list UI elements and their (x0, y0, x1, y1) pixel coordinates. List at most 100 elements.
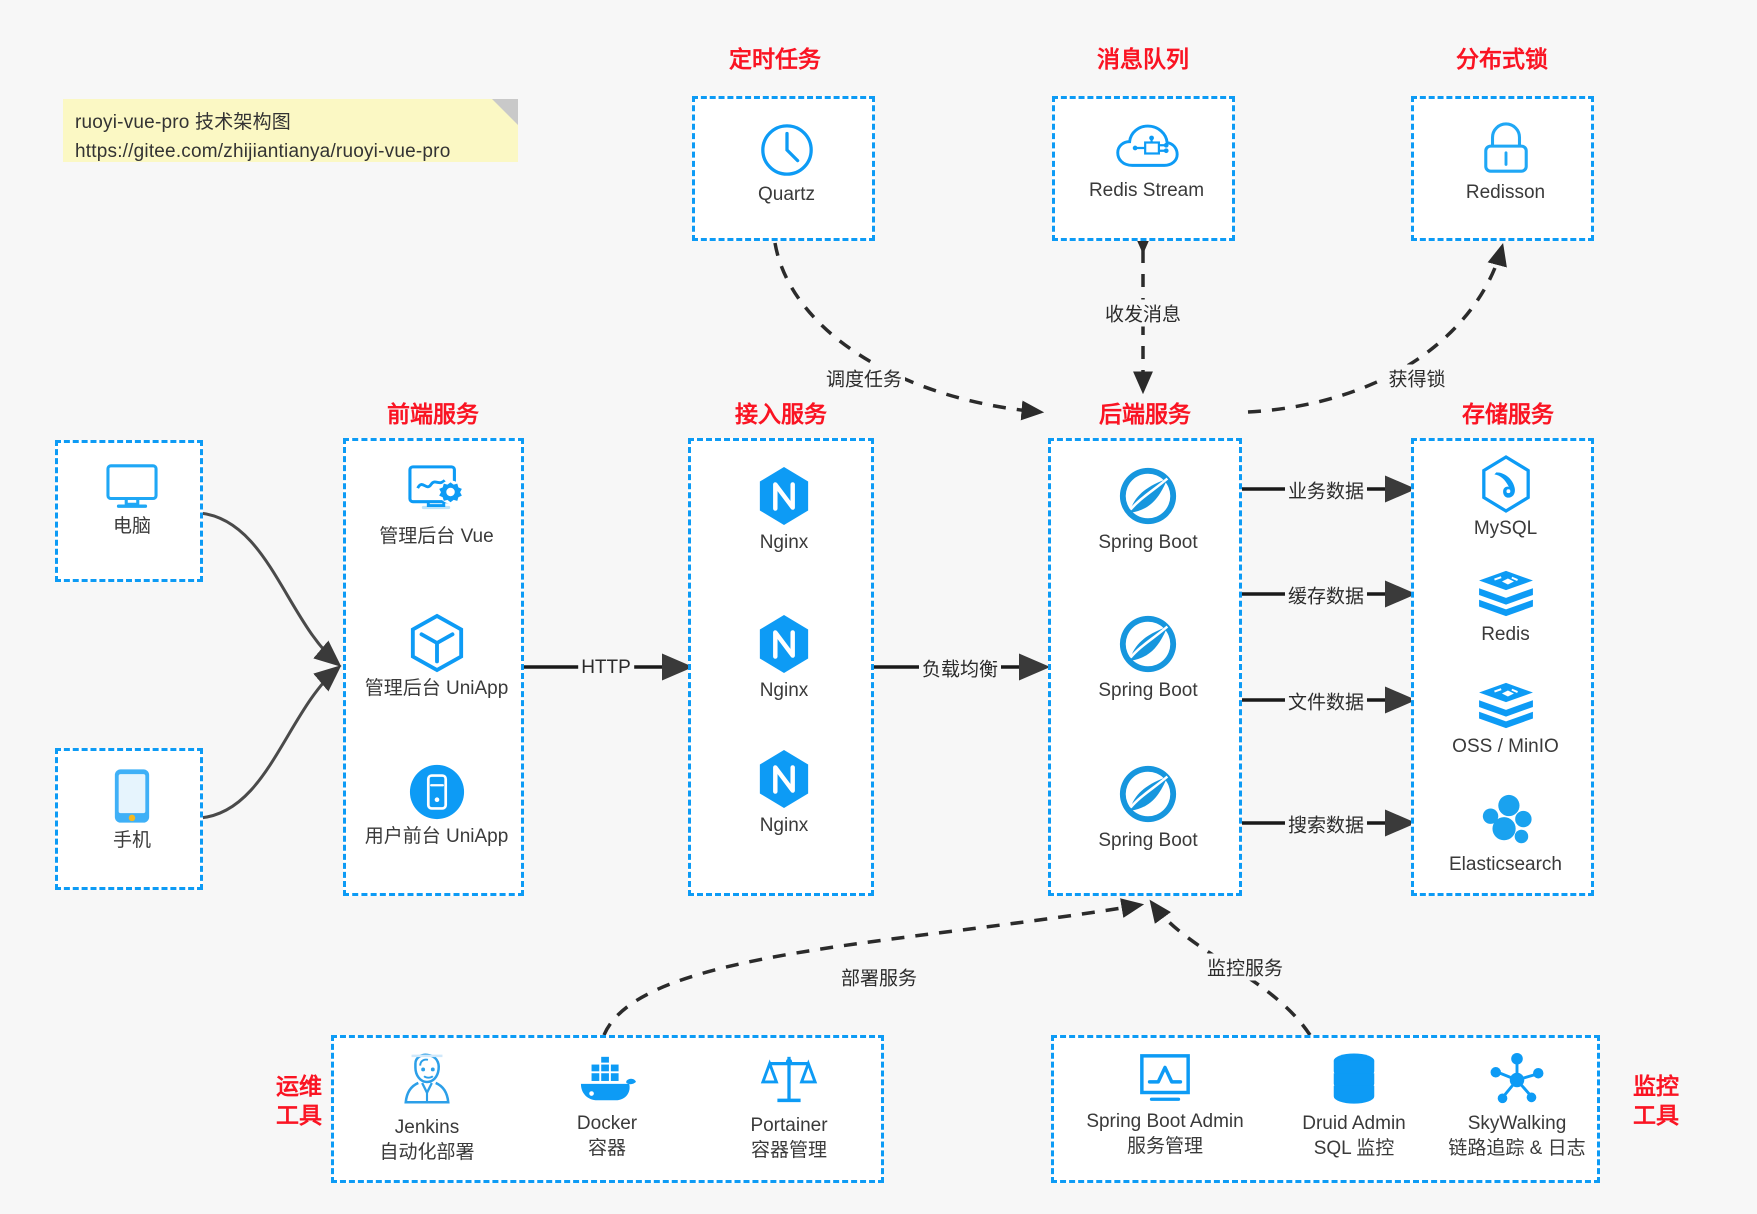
scheduled-task-box[interactable]: Quartz (692, 96, 875, 241)
caption-monitor-tools: 监控 工具 (1633, 1073, 1679, 1128)
architecture-note: ruoyi-vue-pro 技术架构图 https://gitee.com/zh… (63, 99, 518, 162)
skywalking-nodes-icon (1434, 1052, 1600, 1108)
node-jenkins[interactable]: Jenkins 自动化部署 (344, 1052, 510, 1165)
oss-minio-icon (1414, 681, 1597, 731)
node-label: 手机 (112, 830, 151, 851)
node-nginx-3[interactable]: Nginx (691, 748, 877, 839)
caption-backend-service: 后端服务 (1099, 401, 1191, 427)
spring-boot-icon (1051, 613, 1245, 675)
message-queue-box[interactable]: Redis Stream (1052, 96, 1235, 241)
node-quartz[interactable]: Quartz (695, 121, 878, 208)
mobile-app-circle-icon (346, 763, 527, 821)
node-admin-uniapp[interactable]: 管理后台 UniApp (346, 613, 527, 702)
node-user-uniapp[interactable]: 用户前台 UniApp (346, 763, 527, 850)
backend-service-box[interactable]: Spring Boot Spring Boot Spring Boot (1048, 438, 1242, 896)
elasticsearch-icon (1414, 793, 1597, 849)
node-portainer[interactable]: Portainer 容器管理 (706, 1052, 872, 1163)
caption-frontend-service: 前端服务 (387, 401, 479, 427)
edge-label-monitor-service: 监控服务 (1203, 953, 1287, 981)
node-label: Spring Boot (1098, 680, 1198, 701)
node-label: Nginx (759, 680, 809, 701)
storage-service-box[interactable]: MySQL Redis OS (1411, 438, 1594, 896)
portainer-scales-icon (706, 1052, 872, 1110)
frontend-service-box[interactable]: 管理后台 Vue 管理后台 UniApp 用户前台 UniApp (343, 438, 524, 896)
nginx-icon (691, 465, 877, 527)
node-label: 管理后台 Vue (379, 526, 494, 547)
node-redis[interactable]: Redis (1414, 569, 1597, 648)
node-label: OSS / MinIO (1452, 736, 1559, 757)
mysql-icon (1414, 455, 1597, 513)
node-skywalking[interactable]: SkyWalking 链路追踪 & 日志 (1434, 1052, 1600, 1161)
edge-label-cache-data: 缓存数据 (1284, 581, 1368, 609)
client-phone-box[interactable]: 手机 (55, 748, 203, 890)
druid-database-icon (1269, 1052, 1439, 1108)
edge-label-deploy-service: 部署服务 (837, 963, 921, 991)
node-oss-minio[interactable]: OSS / MinIO (1414, 681, 1597, 760)
node-admin-vue[interactable]: 管理后台 Vue (346, 463, 527, 550)
uniapp-cube-icon (346, 613, 527, 673)
docker-whale-icon (524, 1052, 690, 1108)
node-nginx-1[interactable]: Nginx (691, 465, 877, 556)
distributed-lock-box[interactable]: Redisson (1411, 96, 1594, 241)
node-label: Elasticsearch (1449, 854, 1562, 875)
monitor-tools-box[interactable]: Spring Boot Admin 服务管理 Druid Admin SQL 监… (1051, 1035, 1600, 1183)
caption-storage-service: 存储服务 (1462, 401, 1554, 427)
edge-label-acquire-lock: 获得锁 (1385, 364, 1449, 392)
node-label: Nginx (759, 815, 809, 836)
node-druid-admin[interactable]: Druid Admin SQL 监控 (1269, 1052, 1439, 1161)
node-mysql[interactable]: MySQL (1414, 455, 1597, 542)
client-computer-box[interactable]: 电脑 (55, 440, 203, 582)
node-label: Spring Boot (1098, 532, 1198, 553)
node-label: Redis (1481, 624, 1530, 645)
spring-boot-icon (1051, 763, 1245, 825)
caption-scheduled-task: 定时任务 (729, 46, 821, 72)
vue-admin-dashboard-icon (346, 463, 527, 521)
node-label: Portainer 容器管理 (750, 1115, 828, 1161)
edge-label-http: HTTP (578, 657, 634, 679)
spring-boot-admin-monitor-icon (1060, 1052, 1270, 1106)
node-label: 电脑 (112, 516, 151, 537)
node-nginx-2[interactable]: Nginx (691, 613, 877, 704)
caption-distributed-lock: 分布式锁 (1456, 46, 1548, 72)
node-label: Jenkins 自动化部署 (379, 1117, 475, 1163)
edge-label-business-data: 业务数据 (1284, 476, 1368, 504)
node-spring-boot-3[interactable]: Spring Boot (1051, 763, 1245, 854)
node-spring-boot-1[interactable]: Spring Boot (1051, 465, 1245, 556)
note-text: ruoyi-vue-pro 技术架构图 https://gitee.com/zh… (75, 112, 451, 163)
edge-label-send-receive-message: 收发消息 (1101, 299, 1185, 327)
jenkins-butler-icon (344, 1052, 510, 1112)
node-label: Spring Boot Admin 服务管理 (1086, 1111, 1244, 1157)
caption-access-service: 接入服务 (735, 401, 827, 427)
caption-message-queue: 消息队列 (1097, 46, 1189, 72)
node-redis-stream[interactable]: Redis Stream (1055, 121, 1238, 204)
redis-stream-cloud-icon (1055, 121, 1238, 175)
node-computer[interactable]: 电脑 (58, 461, 206, 540)
spring-boot-icon (1051, 465, 1245, 527)
node-label: Spring Boot (1098, 830, 1198, 851)
node-label: MySQL (1473, 518, 1538, 539)
nginx-icon (691, 613, 877, 675)
access-service-box[interactable]: Nginx Nginx Nginx (688, 438, 874, 896)
redis-icon (1414, 569, 1597, 619)
node-label: Docker 容器 (576, 1113, 638, 1159)
node-docker[interactable]: Docker 容器 (524, 1052, 690, 1161)
devops-tools-box[interactable]: Jenkins 自动化部署 (331, 1035, 884, 1183)
note-fold-corner (492, 99, 518, 125)
caption-devops-tools: 运维 工具 (276, 1073, 322, 1128)
nginx-icon (691, 748, 877, 810)
node-label: 管理后台 UniApp (364, 678, 509, 699)
clock-icon (695, 121, 878, 179)
edge-label-schedule-task: 调度任务 (822, 364, 906, 392)
node-elasticsearch[interactable]: Elasticsearch (1414, 793, 1597, 878)
node-label: Druid Admin SQL 监控 (1302, 1113, 1406, 1159)
node-spring-boot-2[interactable]: Spring Boot (1051, 613, 1245, 704)
edge-label-file-data: 文件数据 (1284, 687, 1368, 715)
node-spring-boot-admin[interactable]: Spring Boot Admin 服务管理 (1060, 1052, 1270, 1159)
node-redisson[interactable]: Redisson (1414, 121, 1597, 206)
padlock-icon (1414, 121, 1597, 177)
mobile-phone-icon (58, 767, 206, 825)
node-phone[interactable]: 手机 (58, 767, 206, 854)
desktop-computer-icon (58, 461, 206, 511)
node-label: Nginx (759, 532, 809, 553)
